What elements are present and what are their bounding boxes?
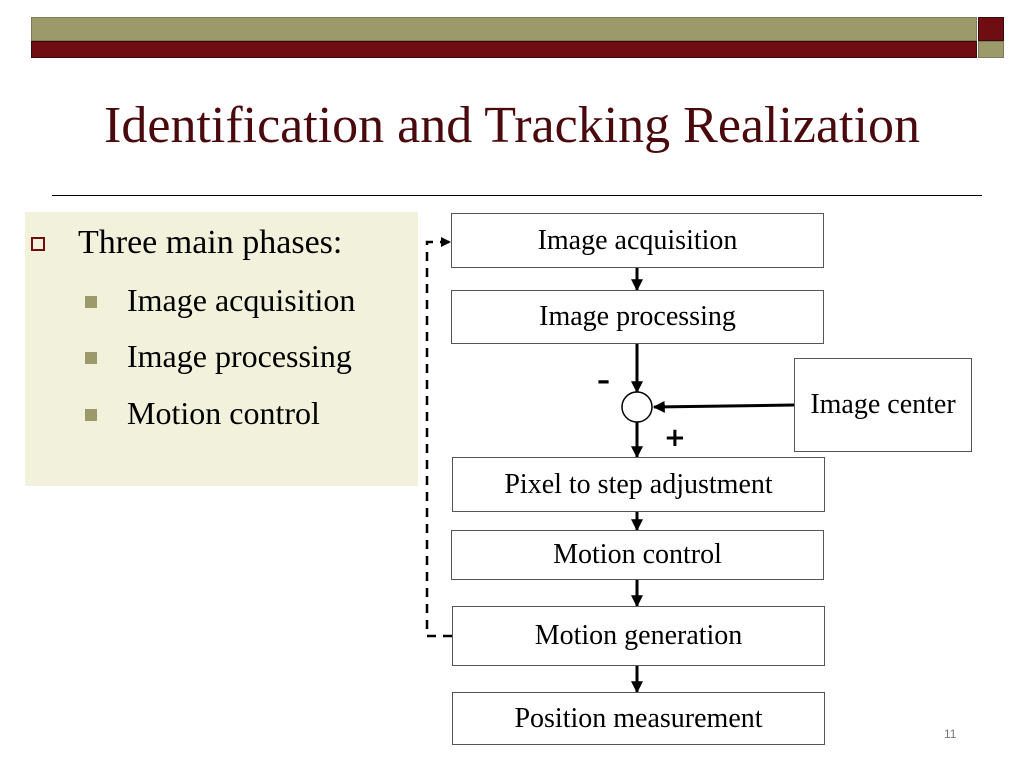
title-divider — [52, 195, 982, 196]
box-image-processing: Image processing — [451, 290, 824, 344]
summing-junction — [621, 391, 653, 423]
arrow-center-to-sum — [652, 400, 795, 413]
header-square-olive — [978, 41, 1004, 58]
box-motion-control: Motion control — [451, 530, 824, 580]
box-pixel-to-step: Pixel to step adjustment — [452, 457, 825, 512]
box-position-measurement: Position measurement — [452, 692, 825, 745]
page-number: 11 — [944, 727, 957, 741]
header-bar-maroon — [31, 41, 977, 58]
slide-title: Identification and Tracking Realization — [104, 97, 920, 154]
box-image-acquisition: Image acquisition — [451, 213, 824, 268]
hollow-square-bullet-icon — [31, 237, 45, 251]
bullet-panel — [25, 212, 418, 486]
dashed-feedback-loop — [425, 237, 452, 638]
square-bullet-icon — [85, 409, 97, 421]
box-motion-generation: Motion generation — [452, 606, 825, 666]
bullet-item-motion-control: Motion control — [127, 395, 320, 431]
square-bullet-icon — [85, 352, 97, 364]
bullet-item-acquisition: Image acquisition — [127, 282, 356, 318]
header-square-maroon — [978, 17, 1004, 41]
bullet-item-processing: Image processing — [127, 338, 352, 374]
header-bar-olive — [31, 17, 977, 41]
minus-sign: – — [597, 366, 610, 396]
plus-sign: + — [664, 423, 686, 453]
box-image-center: Image center — [794, 358, 972, 452]
bullet-heading: Three main phases: — [78, 224, 343, 261]
square-bullet-icon — [85, 296, 97, 308]
